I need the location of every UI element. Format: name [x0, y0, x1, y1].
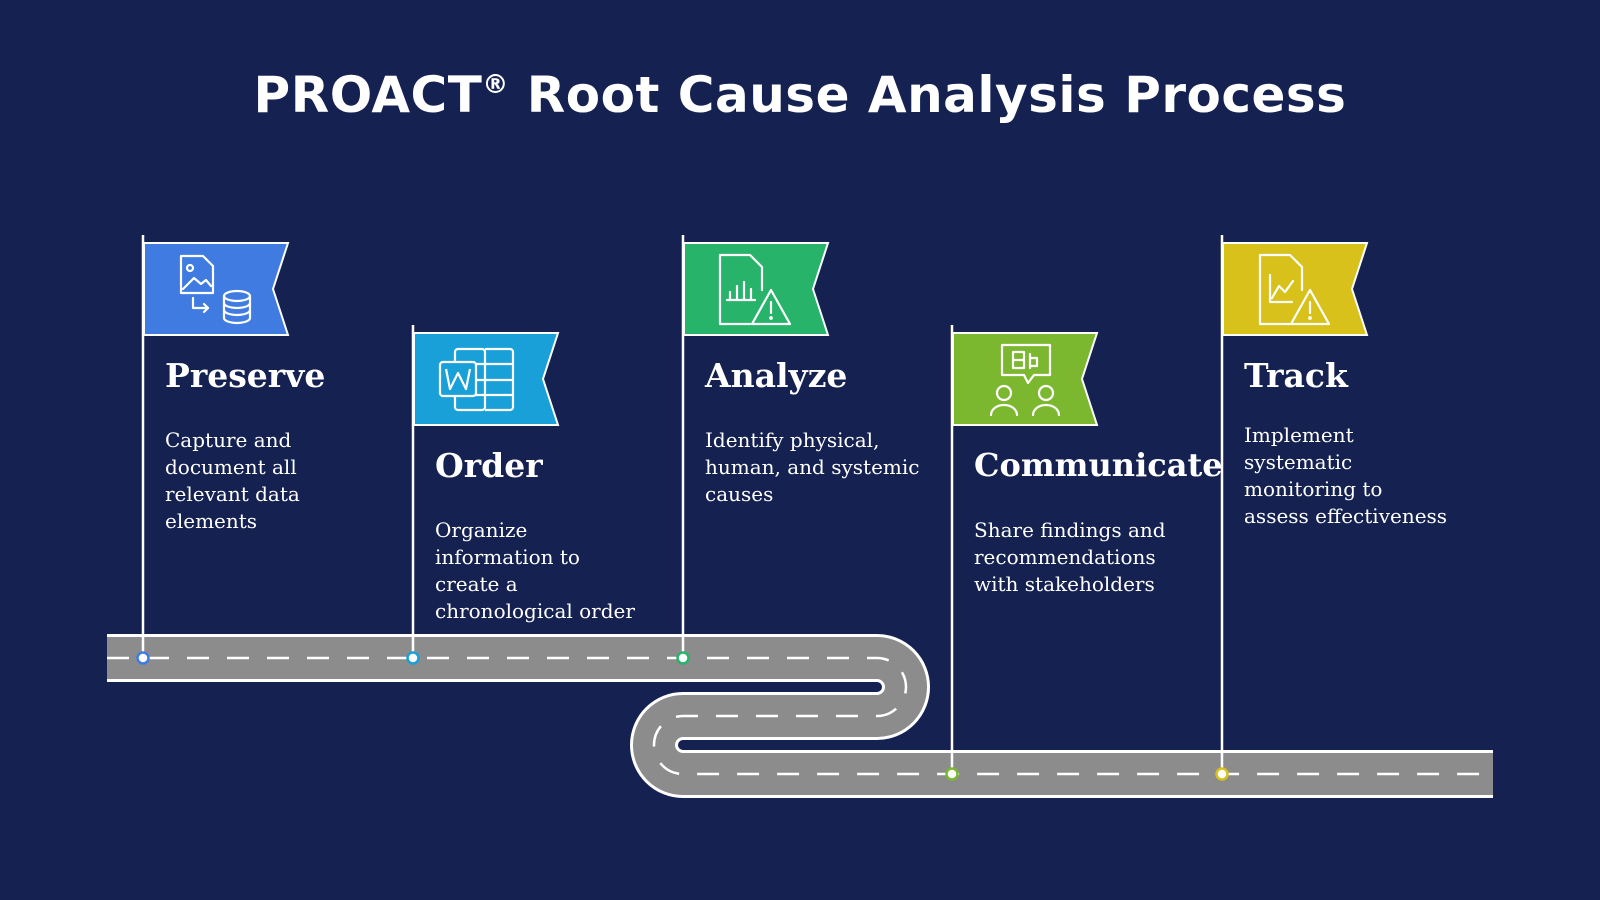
step-desc-track: Implement systematic monitoring to asses… — [1244, 423, 1448, 528]
marker-order — [406, 651, 420, 665]
flag-track — [1222, 242, 1369, 336]
page-title: PROACT® Root Cause Analysis Process — [0, 66, 1600, 124]
road-markers — [136, 651, 1229, 781]
step-desc-preserve: Capture and document all relevant data e… — [165, 428, 300, 533]
step-title-order: Order — [435, 446, 543, 485]
marker-track — [1215, 767, 1229, 781]
step-desc-order: Organize information to create a chronol… — [435, 518, 635, 623]
step-desc-analyze: Identify physical, human, and systemic c… — [705, 428, 920, 506]
step-title-preserve: Preserve — [165, 356, 326, 395]
marker-preserve — [136, 651, 150, 665]
flag-analyze — [683, 242, 830, 336]
image-to-database-icon — [179, 254, 252, 325]
registered-mark: ® — [482, 70, 509, 100]
flag-order — [413, 332, 560, 426]
step-title-communicate: Communicate — [974, 446, 1223, 484]
marker-analyze — [676, 651, 690, 665]
road — [80, 620, 1533, 810]
people-discussion-icon — [989, 343, 1061, 417]
title-main: PROACT — [253, 66, 483, 124]
step-title-analyze: Analyze — [705, 356, 848, 395]
report-warning-icon — [718, 253, 792, 326]
title-rest: Root Cause Analysis Process — [508, 66, 1347, 124]
flag-preserve — [143, 242, 290, 336]
step-title-track: Track — [1244, 356, 1348, 395]
marker-communicate — [945, 767, 959, 781]
word-document-icon — [438, 347, 515, 412]
flag-communicate — [952, 332, 1099, 426]
step-desc-communicate: Share findings and recommendations with … — [974, 518, 1166, 596]
chart-warning-icon — [1258, 253, 1331, 326]
